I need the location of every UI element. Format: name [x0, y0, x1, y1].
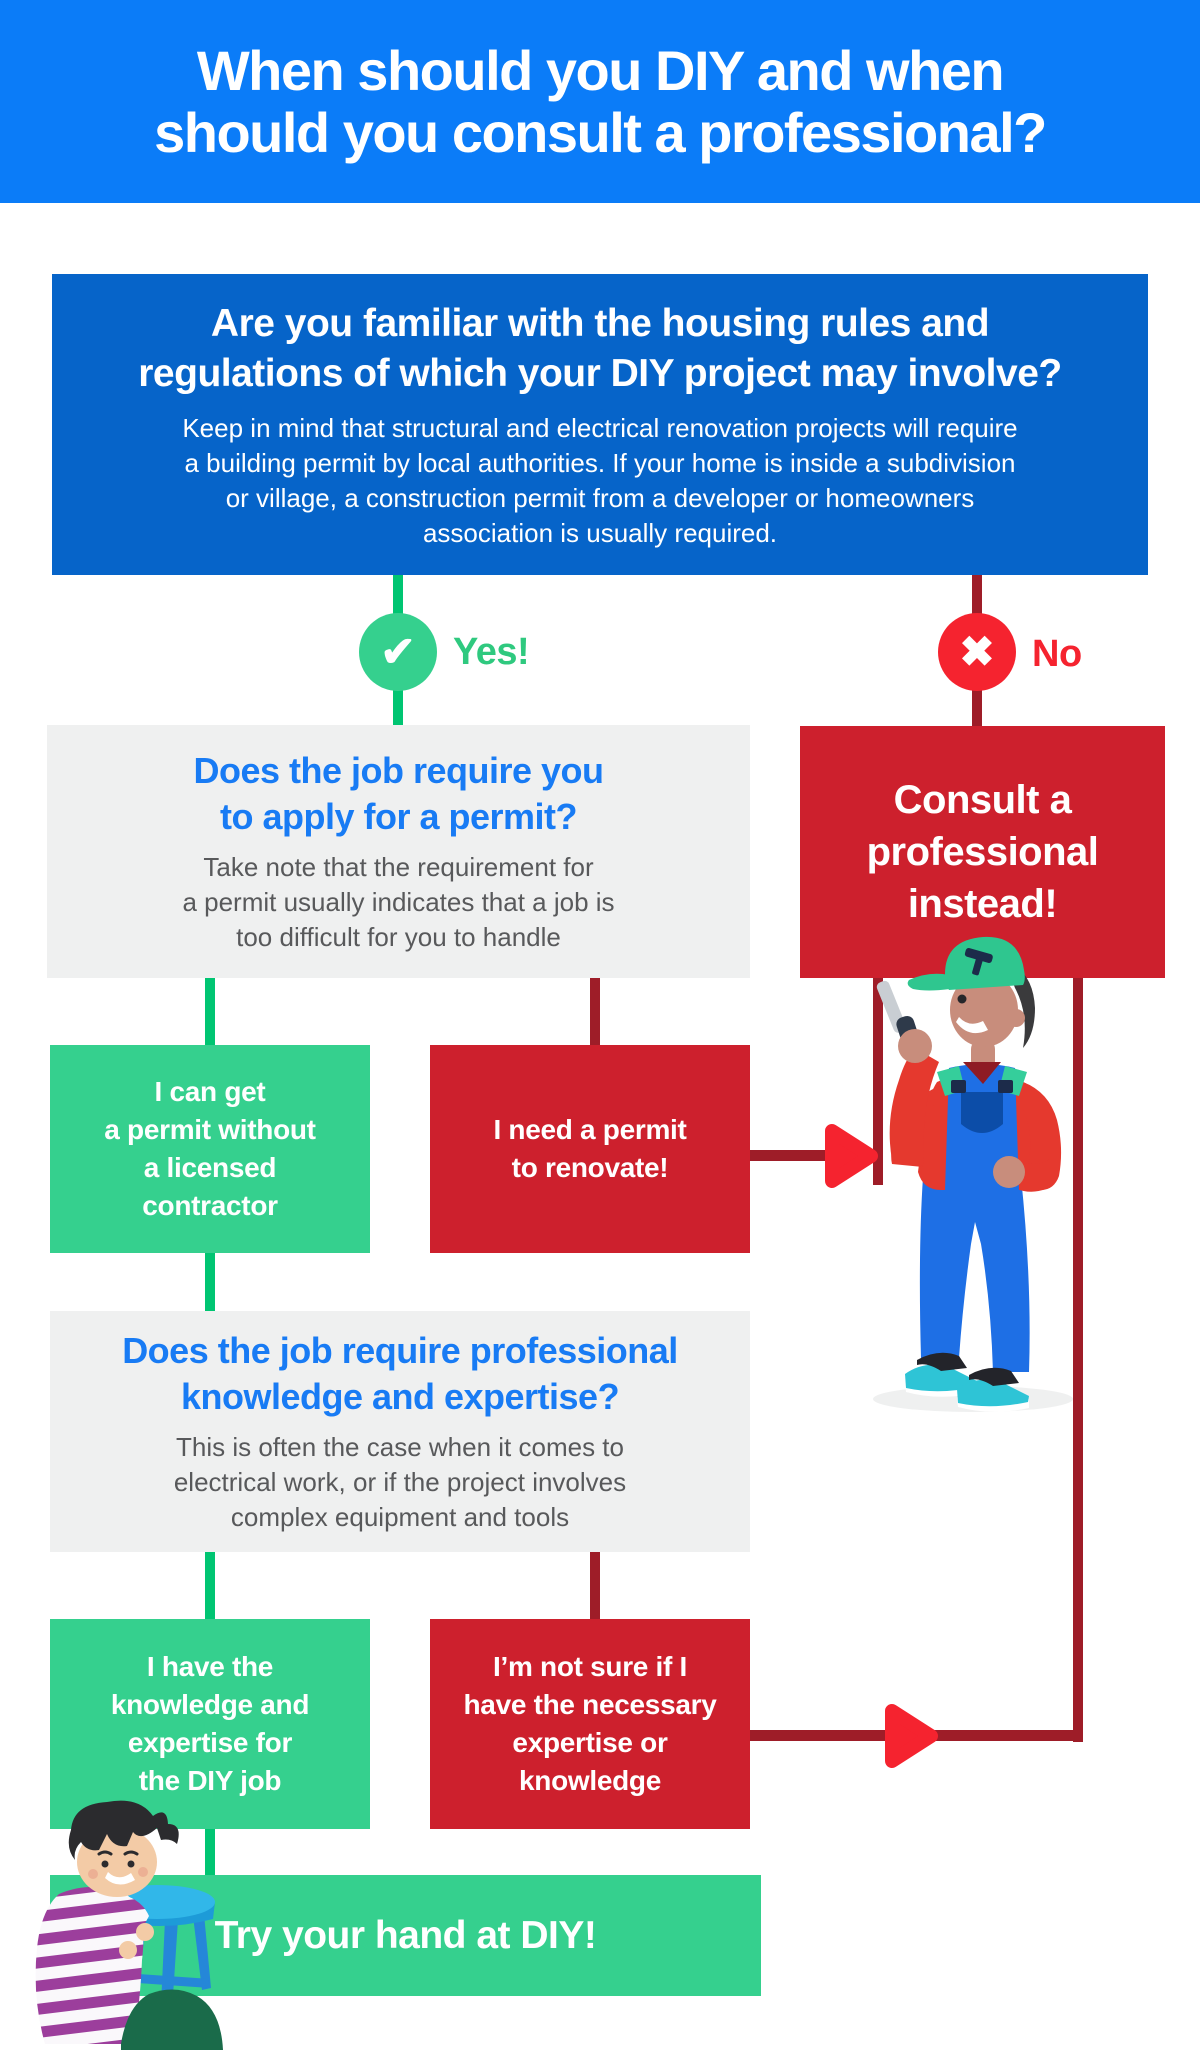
- worker-forearm: [889, 1048, 939, 1166]
- suspender-buckle: [998, 1080, 1013, 1093]
- kid-eye: [127, 1860, 135, 1868]
- choice-can-get-permit: I can get a permit without a licensed co…: [50, 1045, 370, 1253]
- choice-need-permit-label: I need a permit to renovate!: [493, 1114, 687, 1183]
- sign-post-right: [1073, 978, 1083, 1742]
- page-title: When should you DIY and when should you …: [154, 38, 1047, 164]
- choice-have-expertise-label: I have the knowledge and expertise for t…: [110, 1651, 310, 1796]
- hammer-icon: [964, 948, 993, 976]
- kid-hand: [119, 1941, 137, 1959]
- kid-eyebrow: [97, 1850, 113, 1856]
- choice-can-get-permit-label: I can get a permit without a licensed co…: [104, 1076, 316, 1221]
- arrow-right-icon: [884, 1702, 940, 1770]
- choice-have-expertise: I have the knowledge and expertise for t…: [50, 1619, 370, 1829]
- intro-question-box: Are you familiar with the housing rules …: [52, 274, 1148, 575]
- kid-blush: [88, 1869, 98, 1879]
- x-circle: ✖: [938, 613, 1016, 691]
- expertise-question-body: This is often the case when it comes to …: [173, 1432, 627, 1532]
- kid-blush: [138, 1867, 148, 1877]
- no-label: No: [1032, 633, 1082, 675]
- worker-hand: [993, 1156, 1025, 1188]
- sign-post-left: [873, 978, 883, 1185]
- yes-connector-5: [205, 1829, 215, 1875]
- result-label: Try your hand at DIY!: [214, 1913, 597, 1957]
- consult-professional-label: Consult a professional instead!: [866, 778, 1099, 926]
- worker-pants: [919, 1177, 1030, 1372]
- diy-kid-illustration: [35, 1800, 223, 2050]
- worker-hand: [898, 1029, 932, 1063]
- suspender-buckle: [951, 1080, 966, 1093]
- intro-question-body: Keep in mind that structural and electri…: [182, 412, 1018, 548]
- worker-bib-pocket: [961, 1092, 1003, 1133]
- check-icon: ✔: [380, 628, 416, 675]
- kid-hand: [136, 1923, 154, 1941]
- permit-question-box: Does the job require you to apply for a …: [47, 725, 750, 978]
- arrow-right-icon: [824, 1122, 880, 1190]
- kid-pants: [121, 1989, 223, 2050]
- yes-connector-2: [205, 978, 215, 1045]
- kid-eye: [101, 1860, 109, 1868]
- permit-question-heading: Does the job require you to apply for a …: [193, 750, 604, 837]
- no-connector-3: [590, 1552, 600, 1619]
- worker-smile: [956, 1017, 988, 1034]
- yes-connector-4: [205, 1552, 215, 1619]
- no-connector-2: [590, 978, 600, 1045]
- choice-need-permit: I need a permit to renovate!: [430, 1045, 750, 1253]
- x-icon: ✖: [959, 628, 995, 675]
- kid-hair: [68, 1800, 179, 1860]
- worker-shoe: [957, 1367, 1029, 1412]
- expertise-question-box: Does the job require professional knowle…: [50, 1311, 750, 1552]
- need-permit-to-consult-line: [750, 1150, 883, 1161]
- yes-connector-3: [205, 1253, 215, 1311]
- choice-not-sure-expertise-label: I’m not sure if I have the necessary exp…: [463, 1651, 717, 1796]
- worker-cap: [944, 936, 1025, 990]
- expertise-question-heading: Does the job require professional knowle…: [122, 1330, 678, 1417]
- permit-question-body: Take note that the requirement for a per…: [182, 852, 615, 952]
- check-circle: ✔: [359, 613, 437, 691]
- handyman-illustration: [873, 936, 1073, 1412]
- worker-hair: [993, 960, 1035, 1048]
- worker-collar: [963, 1062, 1001, 1084]
- worker-cap-brim: [907, 973, 950, 991]
- intro-question-heading: Are you familiar with the housing rules …: [138, 301, 1062, 395]
- kid-shirt: [35, 1886, 144, 2044]
- consult-professional-box: Consult a professional instead!: [800, 726, 1165, 978]
- yes-label: Yes!: [453, 631, 530, 673]
- kid-eyebrow: [123, 1850, 139, 1856]
- header-banner: When should you DIY and when should you …: [0, 0, 1200, 203]
- kid-smile: [105, 1872, 135, 1885]
- worker-eye: [957, 994, 967, 1004]
- worker-ear: [1007, 1009, 1025, 1027]
- choice-not-sure-expertise: I’m not sure if I have the necessary exp…: [430, 1619, 750, 1829]
